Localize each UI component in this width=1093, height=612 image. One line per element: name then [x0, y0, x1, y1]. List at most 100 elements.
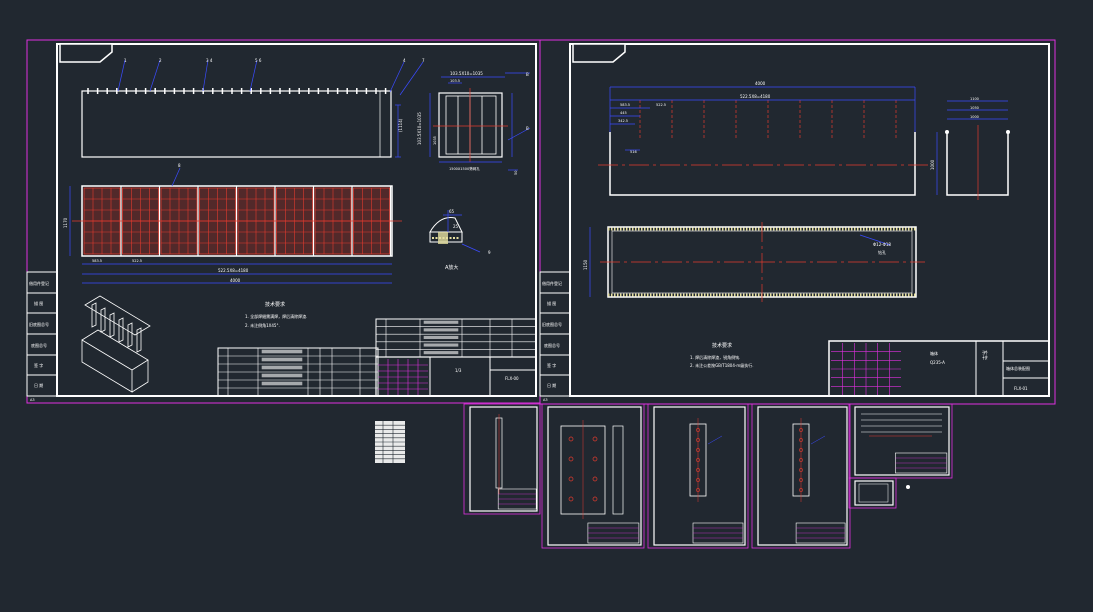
thumb-hole	[592, 436, 598, 442]
side-label-5: 签 字	[34, 362, 43, 368]
thumb-hole	[592, 496, 598, 502]
s2-side-label-5: 签 字	[547, 362, 556, 368]
thumb-outer	[647, 403, 749, 549]
side-label-2: 描 图	[34, 300, 43, 306]
dim-s2-1100: 1100	[970, 97, 979, 101]
detail-a-view[interactable]: 65 25 9 A放大	[429, 209, 491, 271]
bom-cell-text	[261, 381, 303, 386]
sheet-1-parts-list[interactable]	[217, 318, 537, 397]
detail-sheet-thumbnails[interactable]	[463, 403, 953, 549]
trough-plan[interactable]: 1150 Φ12-Φ18 钻孔	[583, 222, 925, 302]
sheet-1-notes-title: 技术要求	[265, 301, 285, 308]
balloon-6: 7	[422, 58, 425, 63]
title-block-b: Q235-A	[930, 360, 945, 365]
stray-dot	[906, 485, 910, 489]
dim-left-vertical: (1114)	[398, 118, 403, 132]
thumb-outer	[848, 477, 897, 509]
bom-cell-text	[261, 373, 303, 378]
dim-s2-1000: 1000	[970, 115, 979, 119]
thumb-part	[858, 483, 889, 503]
balloon-4: 5 6	[255, 58, 262, 63]
plan-view[interactable]: 8 1170 583.5 522.5 522.5X8=4180 4000	[63, 163, 402, 284]
plan-balloon-8: 8	[178, 163, 181, 168]
thumbnail-sheet[interactable]	[647, 403, 749, 549]
company-name: 东华	[981, 350, 988, 360]
sheet-1-drawing-no: FLX-00	[505, 376, 519, 381]
callout-phi: Φ12-Φ18	[873, 242, 891, 247]
trough-end-view[interactable]: 1100 1050 1000 1000	[930, 97, 1010, 200]
bom-cell-text	[261, 349, 303, 354]
iso-pipe	[118, 317, 124, 343]
thumb-outer	[848, 403, 953, 479]
dim-seg1: 583.5	[92, 259, 102, 263]
thumb-inner	[653, 406, 746, 546]
thumb-inner	[757, 406, 848, 546]
sheet-1-note-2: 2. 未注倒角1X45°.	[245, 322, 280, 328]
sheet-2-title-block[interactable]: 箱体 Q235-A 东华 箱体总装配图 FLX-01	[828, 340, 1050, 397]
s2-side-label-3: 旧底图总号	[542, 321, 562, 327]
dim-s2-lower: 1150	[583, 259, 588, 270]
sheet-2-corner-tab	[572, 43, 626, 63]
side-label-1: 借用件登记	[29, 280, 49, 286]
iso-pipe	[109, 312, 115, 338]
dim-s2-583: 583.5	[620, 103, 630, 107]
dim-4000: 4000	[230, 278, 241, 283]
bom-cell-text	[423, 328, 459, 332]
thumb-inner	[469, 406, 538, 512]
dim-total-h: 522.5X8=4180	[218, 268, 249, 273]
sheet-1-title-block[interactable]: 1/3 FLX-00	[375, 356, 537, 397]
thumb-inner	[547, 406, 642, 546]
callout-phi-2: 钻孔	[878, 249, 886, 255]
dim-s2-516: 516	[630, 150, 637, 154]
dim-s2-side: 1000	[930, 159, 935, 170]
dim-1170: 1170	[63, 217, 68, 228]
bom-cell-text	[423, 320, 459, 324]
thumbnail-sheet[interactable]	[751, 403, 851, 549]
dim-s2-1050: 1050	[970, 106, 979, 110]
iso-pipe	[91, 302, 97, 328]
thumb-hole	[592, 456, 598, 462]
dim-v-right: 103.5X10=1035	[417, 112, 422, 145]
balloon-2: 2	[159, 58, 162, 63]
side-view[interactable]: 103.5X10=1035 103.5 103.5X10=1035 1035 1…	[417, 71, 531, 175]
s2-side-label-1: 借用件登记	[542, 280, 562, 286]
sheet-2[interactable]: A3 借用件登记 描 图 旧底图总号 底图总号 签 字 日 期	[539, 39, 1056, 405]
dim-s2-pitch: 522.5X8=4180	[740, 94, 771, 99]
bom-cell-text	[261, 357, 303, 362]
iso-pipe	[136, 327, 142, 353]
iso-pipe	[100, 307, 106, 333]
bom-cell-text	[261, 365, 303, 370]
sheet-1[interactable]: A3 借用件登记 描 图 旧底图总号 底图总号 签 字 日 期	[26, 39, 541, 404]
sheet-1-corner-tab	[59, 43, 113, 63]
section-mark-2: B	[526, 126, 529, 131]
thumbnail-sheet[interactable]	[541, 403, 645, 549]
drawing-name: 箱体总装配图	[1006, 365, 1030, 371]
sheet-2-notes-title: 技术要求	[712, 342, 732, 349]
bom-cell-text	[423, 351, 459, 355]
thumb-hole	[568, 496, 574, 502]
thumb-part	[612, 425, 624, 515]
drawing-no: FLX-01	[1014, 386, 1028, 391]
sheet-1-sheet-no: 1/3	[455, 368, 462, 373]
detail-65: 65	[449, 209, 455, 214]
s2-side-label-4: 底图总号	[544, 342, 560, 348]
isometric-view[interactable]	[81, 295, 151, 393]
thumbnail-sheet[interactable]	[848, 403, 953, 479]
side-label-6: 日 期	[34, 382, 43, 388]
thumb-outer	[541, 403, 645, 549]
thumb-inner	[854, 406, 950, 476]
dim-bottom-right: 1500X1500筛网孔	[449, 166, 480, 171]
side-label-4: 底图总号	[31, 342, 47, 348]
dim-s2-342: 342.5	[618, 119, 628, 123]
thumbnail-sheet[interactable]	[848, 477, 897, 509]
sheet-2-inner-frame	[569, 43, 1050, 397]
dim-top-small: 103.5	[450, 79, 460, 83]
balloon-5: 4	[403, 58, 406, 63]
mini-table[interactable]	[375, 421, 405, 463]
side-label-3: 旧底图总号	[29, 321, 49, 327]
thumb-hole	[592, 476, 598, 482]
trough-elevation[interactable]: 4000 522.5X8=4180 583.5 522.5 445 342.5 …	[598, 81, 928, 196]
front-view[interactable]: 1 2 3 4 5 6 4 7 (1114)	[81, 58, 425, 158]
thumbnail-sheet[interactable]	[463, 403, 541, 515]
